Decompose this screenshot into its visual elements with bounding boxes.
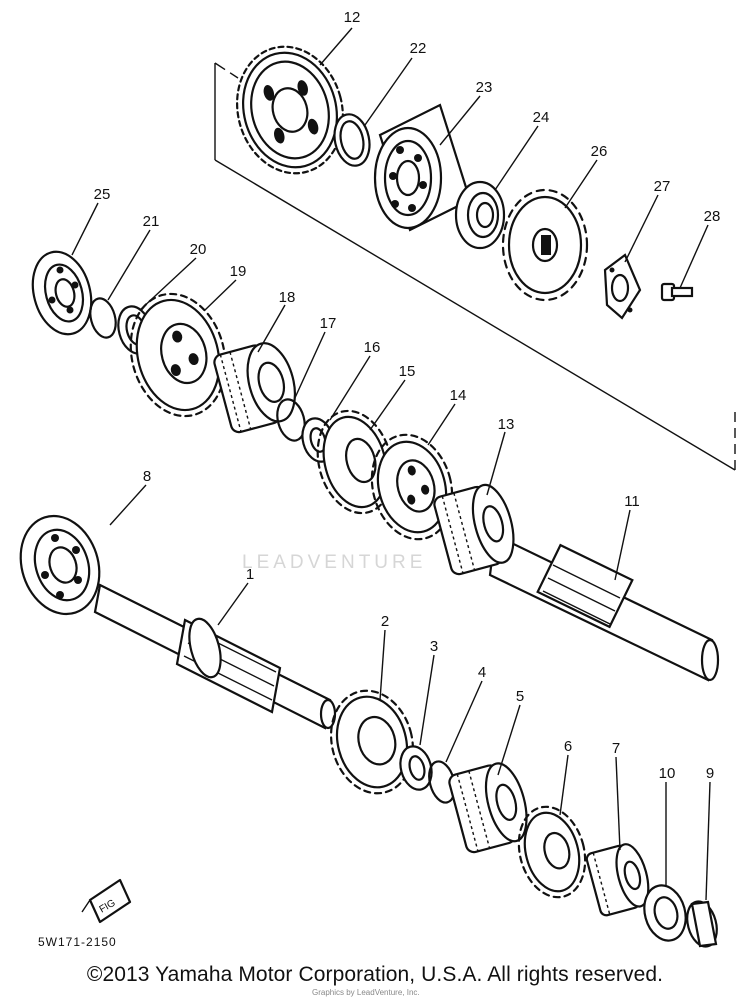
fig-mark-icon: FIG (81, 878, 132, 924)
part-28-bolt (660, 282, 694, 302)
label-3: 3 (430, 638, 438, 655)
part-24-oil-seal (454, 180, 506, 250)
part-12-gear (236, 45, 344, 175)
label-22: 22 (410, 40, 427, 57)
label-8: 8 (143, 468, 151, 485)
part-3-splined-washer (399, 745, 433, 791)
label-5: 5 (516, 688, 524, 705)
part-26-sprocket (501, 188, 589, 302)
part-5-gear (448, 762, 528, 854)
label-10: 10 (659, 765, 676, 782)
part-10-bearing (643, 884, 687, 942)
part-2-gear (329, 689, 415, 795)
label-21: 21 (143, 213, 160, 230)
part-21-circlip (89, 297, 117, 339)
label-6: 6 (564, 738, 572, 755)
part-7-gear (585, 843, 650, 917)
label-26: 26 (591, 143, 608, 160)
part-17-circlip (276, 398, 306, 442)
part-14-gear (370, 433, 454, 541)
part-27-lock-washer (603, 253, 642, 320)
watermark: LEADVENTURE (242, 552, 427, 573)
part-number-labels: 12 22 23 24 26 27 28 25 21 20 19 18 17 1… (94, 9, 721, 782)
label-2: 2 (381, 613, 389, 630)
label-18: 18 (279, 289, 296, 306)
part-13-gear (433, 483, 515, 576)
label-1: 1 (246, 566, 254, 583)
part-23-bearing (373, 103, 472, 232)
label-11-upper: 11 (624, 493, 640, 510)
leader-lines (71, 27, 711, 901)
label-12: 12 (344, 9, 361, 26)
label-17: 17 (320, 315, 337, 332)
label-19: 19 (230, 263, 247, 280)
part-19-gear (129, 292, 227, 418)
part-11-drive-axle (488, 533, 720, 682)
copyright-notice: ©2013 Yamaha Motor Corporation, U.S.A. A… (86, 963, 664, 986)
label-14: 14 (450, 387, 467, 404)
label-20: 20 (190, 241, 207, 258)
label-23: 23 (476, 79, 493, 96)
label-28: 28 (704, 208, 721, 225)
graphics-credit: Graphics by LeadVenture, Inc. (312, 988, 420, 997)
label-4: 4 (478, 664, 486, 681)
part-18-gear (213, 342, 296, 434)
label-13: 13 (498, 416, 515, 433)
alignment-frame (214, 62, 736, 471)
label-15: 15 (399, 363, 416, 380)
part-25-bearing (31, 250, 93, 336)
label-27: 27 (654, 178, 671, 195)
part-22-washer (333, 113, 371, 167)
label-7: 7 (612, 740, 620, 757)
label-25: 25 (94, 186, 111, 203)
label-24: 24 (533, 109, 550, 126)
label-9: 9 (706, 765, 714, 782)
reference-code: 5W171-2150 (38, 935, 117, 949)
part-1-main-axle (93, 583, 337, 730)
part-6-gear (517, 805, 587, 899)
part-8-bearing (19, 514, 101, 616)
label-16: 16 (364, 339, 381, 356)
part-9-plug (686, 900, 718, 948)
